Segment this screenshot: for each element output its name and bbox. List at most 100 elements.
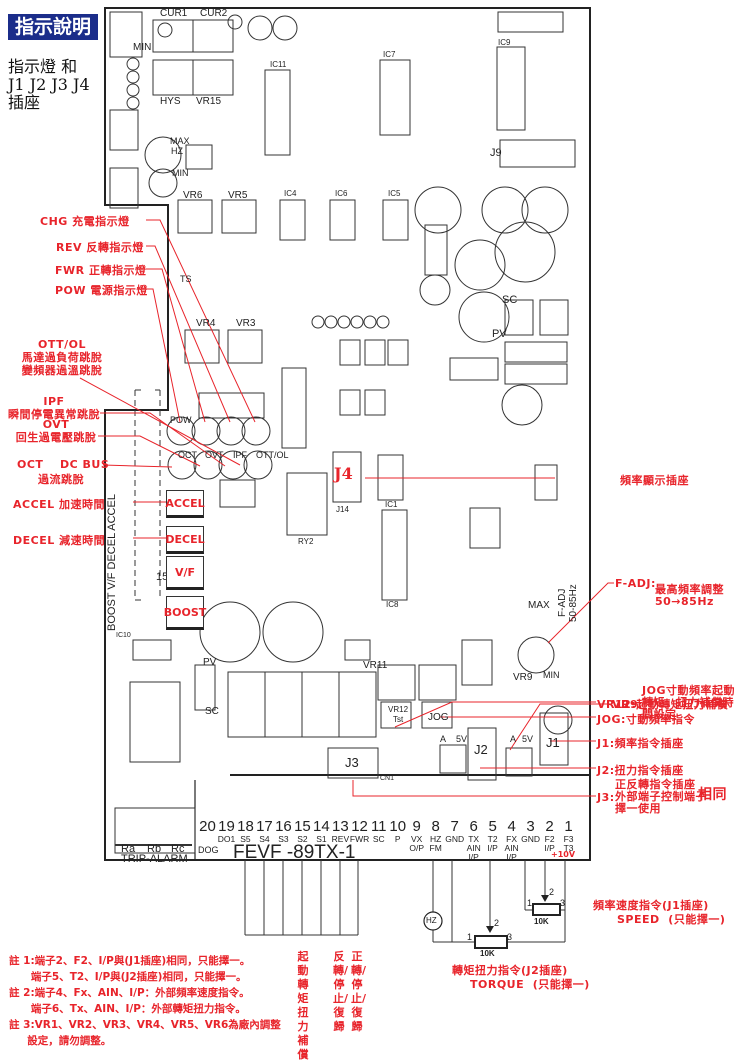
torque-pot [474,935,508,949]
pcb-label-vr15: VR15 [196,96,222,107]
ic7 [379,59,411,136]
pcb-label-tst: Tst [393,715,404,724]
pcb-label-ic6: IC6 [335,189,348,198]
relay-ra: Ra [121,843,136,855]
led-label-oct: OCT [178,450,197,460]
terminal-label: GND [445,834,465,844]
pcb-label-5v: 5V [456,734,468,744]
terminal-label: S4 [259,834,270,844]
torque-pot-value: 10K [480,949,495,958]
leader-oct [102,464,173,468]
label-j3-desc: 正反轉指令插座 外部端子控制端子 擇一使用 [615,778,707,815]
fadj-knob [517,636,555,674]
pcb-label-fadj-range: 50-85Hz [568,584,579,622]
pcb-label-j9: J9 [490,147,502,159]
label-vr9-desc: JOG寸動頻率起動 轉矩，扭力補償時 間設定 [642,684,735,721]
pcb-label-min: MIN [133,42,152,53]
hz-meter-label: HZ [426,916,437,925]
label-j2: J2:扭力指令插座 [597,764,684,777]
pcb-label-sc: SC [502,294,518,306]
relay-trip-alarm: TRIP-ALARM [121,853,188,865]
label-oct-dcbus: DC BUS [60,458,110,471]
vlabel-boost-comp: 起動轉矩扭力補償 [297,950,309,1061]
label-pow: POW 電源指示燈 [55,284,148,297]
label-chg: CHG 充電指示燈 [40,215,130,228]
accel-trimmer[interactable]: ACCEL [165,490,205,518]
led-label-ovt: OVT [205,450,224,460]
c28 [262,601,324,663]
pcb-label-sc2: SC [205,706,219,717]
vr15-box [192,59,234,96]
pcb-label-hys: HYS [160,96,181,107]
pcb-outline [104,7,591,861]
c27 [199,601,261,663]
pcb-label-vr4: VR4 [196,318,216,329]
label-ott: OTT/OL 馬達過負荷跳脫 變頻器過溫跳脫 [21,338,103,377]
speed-title: 頻率速度指令(J1插座) [593,899,709,912]
dog-label: DOG [198,845,219,855]
vf-trimmer[interactable]: V/F [166,556,204,590]
terminal-label: S3 [278,834,289,844]
terminal-number: 2 [545,818,554,835]
leader-ovt [98,435,201,467]
torque-pin3: 3 [507,932,513,942]
pcb-label-max2: MAX [528,600,550,611]
leader-chg [146,219,256,423]
label-j1: J1:頻率指令插座 [597,737,684,750]
pcb-label-ic4: IC4 [284,189,297,198]
terminal-number: 11 [370,818,387,835]
pcb-label-ry2: RY2 [298,537,314,546]
note-line: 設定，請勿調整。 [9,1035,112,1047]
led-label-pow: POW [170,415,192,425]
torque-pin2: 2 [494,918,500,928]
pcb-label-ic11: IC11 [270,60,287,69]
terminal-number: 8 [431,818,440,835]
terminal-label: F2 I/P [544,834,555,853]
j9 [499,139,576,168]
ic8 [381,509,408,601]
boost-trimmer[interactable]: BOOST [164,596,206,630]
terminal-number: 1 [564,818,573,835]
pcb-label-5v2: 5V [522,734,534,744]
leader-vr12 [394,701,596,728]
speed-pin1: 1 [527,898,533,908]
torque-pin1: 1 [467,932,473,942]
ic9 [496,46,526,131]
leader-ipf [100,412,226,467]
pcb-label-ic7: IC7 [383,50,396,59]
leader-fadj [547,582,614,644]
label-oct-desc: 過流跳脫 [38,473,84,486]
pcb-label-min3: MIN [543,670,560,680]
pcb-label-cn1: CN1 [380,775,395,782]
pcb-label-j3: J3 [345,755,359,770]
terminal-number: 13 [332,818,349,835]
note-line: 註 3:VR1、VR2、VR3、VR4、VR5、VR6為廠內調整 [9,1019,281,1031]
hz-meter-circle [423,911,443,931]
hys-box [152,59,194,96]
pcb-label-cur1: CUR1 [160,8,188,19]
pcb-label-a2: A [510,734,517,744]
terminal-number: 10 [389,818,407,835]
leader-vr9 [509,703,611,751]
pcb-label-vr11: VR11 [363,660,388,671]
terminal-label: S2 [297,834,308,844]
speed-sub: SPEED (只能擇一) [617,913,726,926]
ic3 [469,507,501,549]
note-line: 端子5、T2、I/P與(J2插座)相同，只能擇一。 [9,971,247,983]
decel-trimmer[interactable]: DECEL [165,526,205,554]
vlabel-fwd-stop: 正轉/停止/復歸 [351,950,367,1033]
speed-pot [532,903,561,916]
leader-fwr [146,268,206,423]
j18 [198,392,265,419]
pcb-label-ic1: IC1 [385,500,398,509]
ic13 [281,367,307,449]
j4-socket [332,451,362,503]
terminal-label: HZ FM [429,834,442,853]
